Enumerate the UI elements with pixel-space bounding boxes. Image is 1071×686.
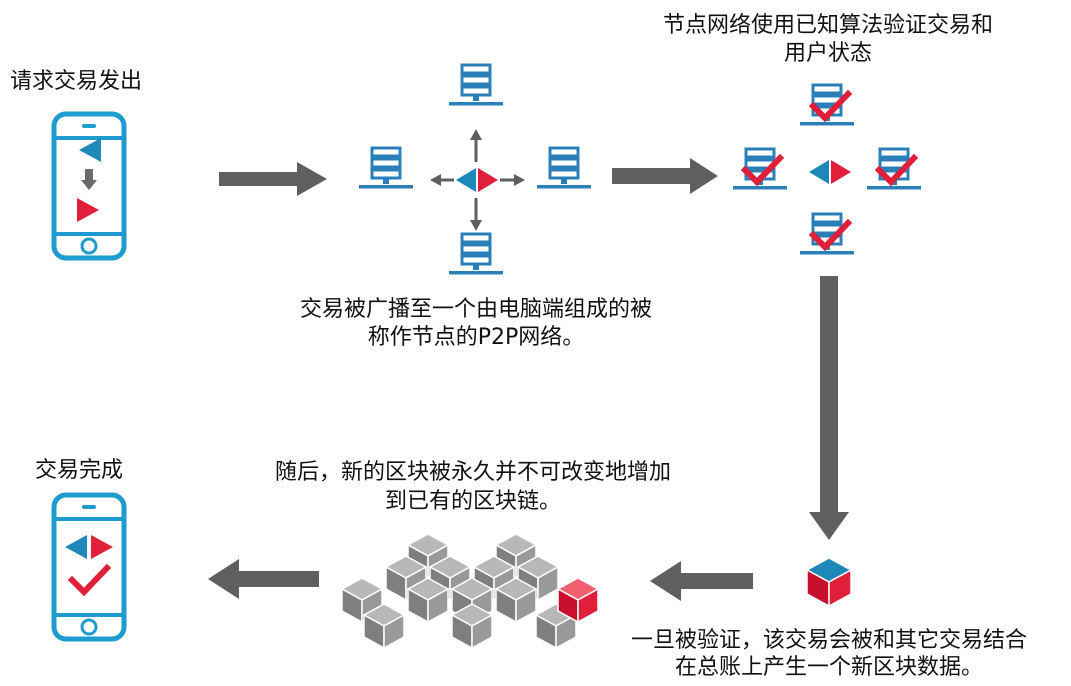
phone-icon bbox=[54, 114, 124, 258]
transaction-icon bbox=[809, 160, 851, 184]
transaction-icon bbox=[65, 535, 113, 559]
arrow-icon bbox=[809, 276, 849, 540]
broadcast-arrows bbox=[430, 129, 525, 231]
step-chain-line1: 随后，新的区块被永久并不可改变地增加 bbox=[274, 460, 672, 485]
arrow-icon bbox=[208, 559, 319, 599]
server-icon bbox=[447, 63, 505, 107]
transaction-icon bbox=[456, 168, 498, 192]
step-validate-line2: 用户状态 bbox=[783, 41, 873, 66]
step-broadcast-line1: 交易被广播至一个由电脑端组成的被 bbox=[299, 297, 653, 322]
server-icon bbox=[447, 232, 505, 276]
step-validate-line1: 节点网络使用已知算法验证交易和 bbox=[662, 13, 994, 38]
cube-icon bbox=[556, 577, 600, 624]
arrow-icon bbox=[612, 158, 718, 194]
server-icon bbox=[535, 146, 593, 190]
step-request-label: 请求交易发出 bbox=[10, 69, 143, 94]
step-block-line1: 一旦被验证，该交易会被和其它交易结合 bbox=[630, 628, 1028, 653]
arrow-icon bbox=[650, 561, 753, 601]
step-broadcast-line2: 称作节点的P2P网络。 bbox=[367, 325, 585, 350]
step-complete-label: 交易完成 bbox=[35, 458, 124, 483]
blue-triangle-icon bbox=[79, 138, 101, 162]
blockchain-icon bbox=[341, 533, 577, 649]
arrow-icon bbox=[219, 162, 327, 196]
step-block-line2: 在总账上产生一个新区块数据。 bbox=[674, 655, 984, 680]
red-triangle-icon bbox=[77, 198, 99, 222]
server-icon bbox=[357, 146, 415, 190]
cube-icon bbox=[805, 557, 853, 608]
phone-icon bbox=[54, 495, 124, 639]
down-arrow-icon bbox=[81, 180, 97, 190]
step-chain-line2: 到已有的区块链。 bbox=[384, 489, 562, 514]
